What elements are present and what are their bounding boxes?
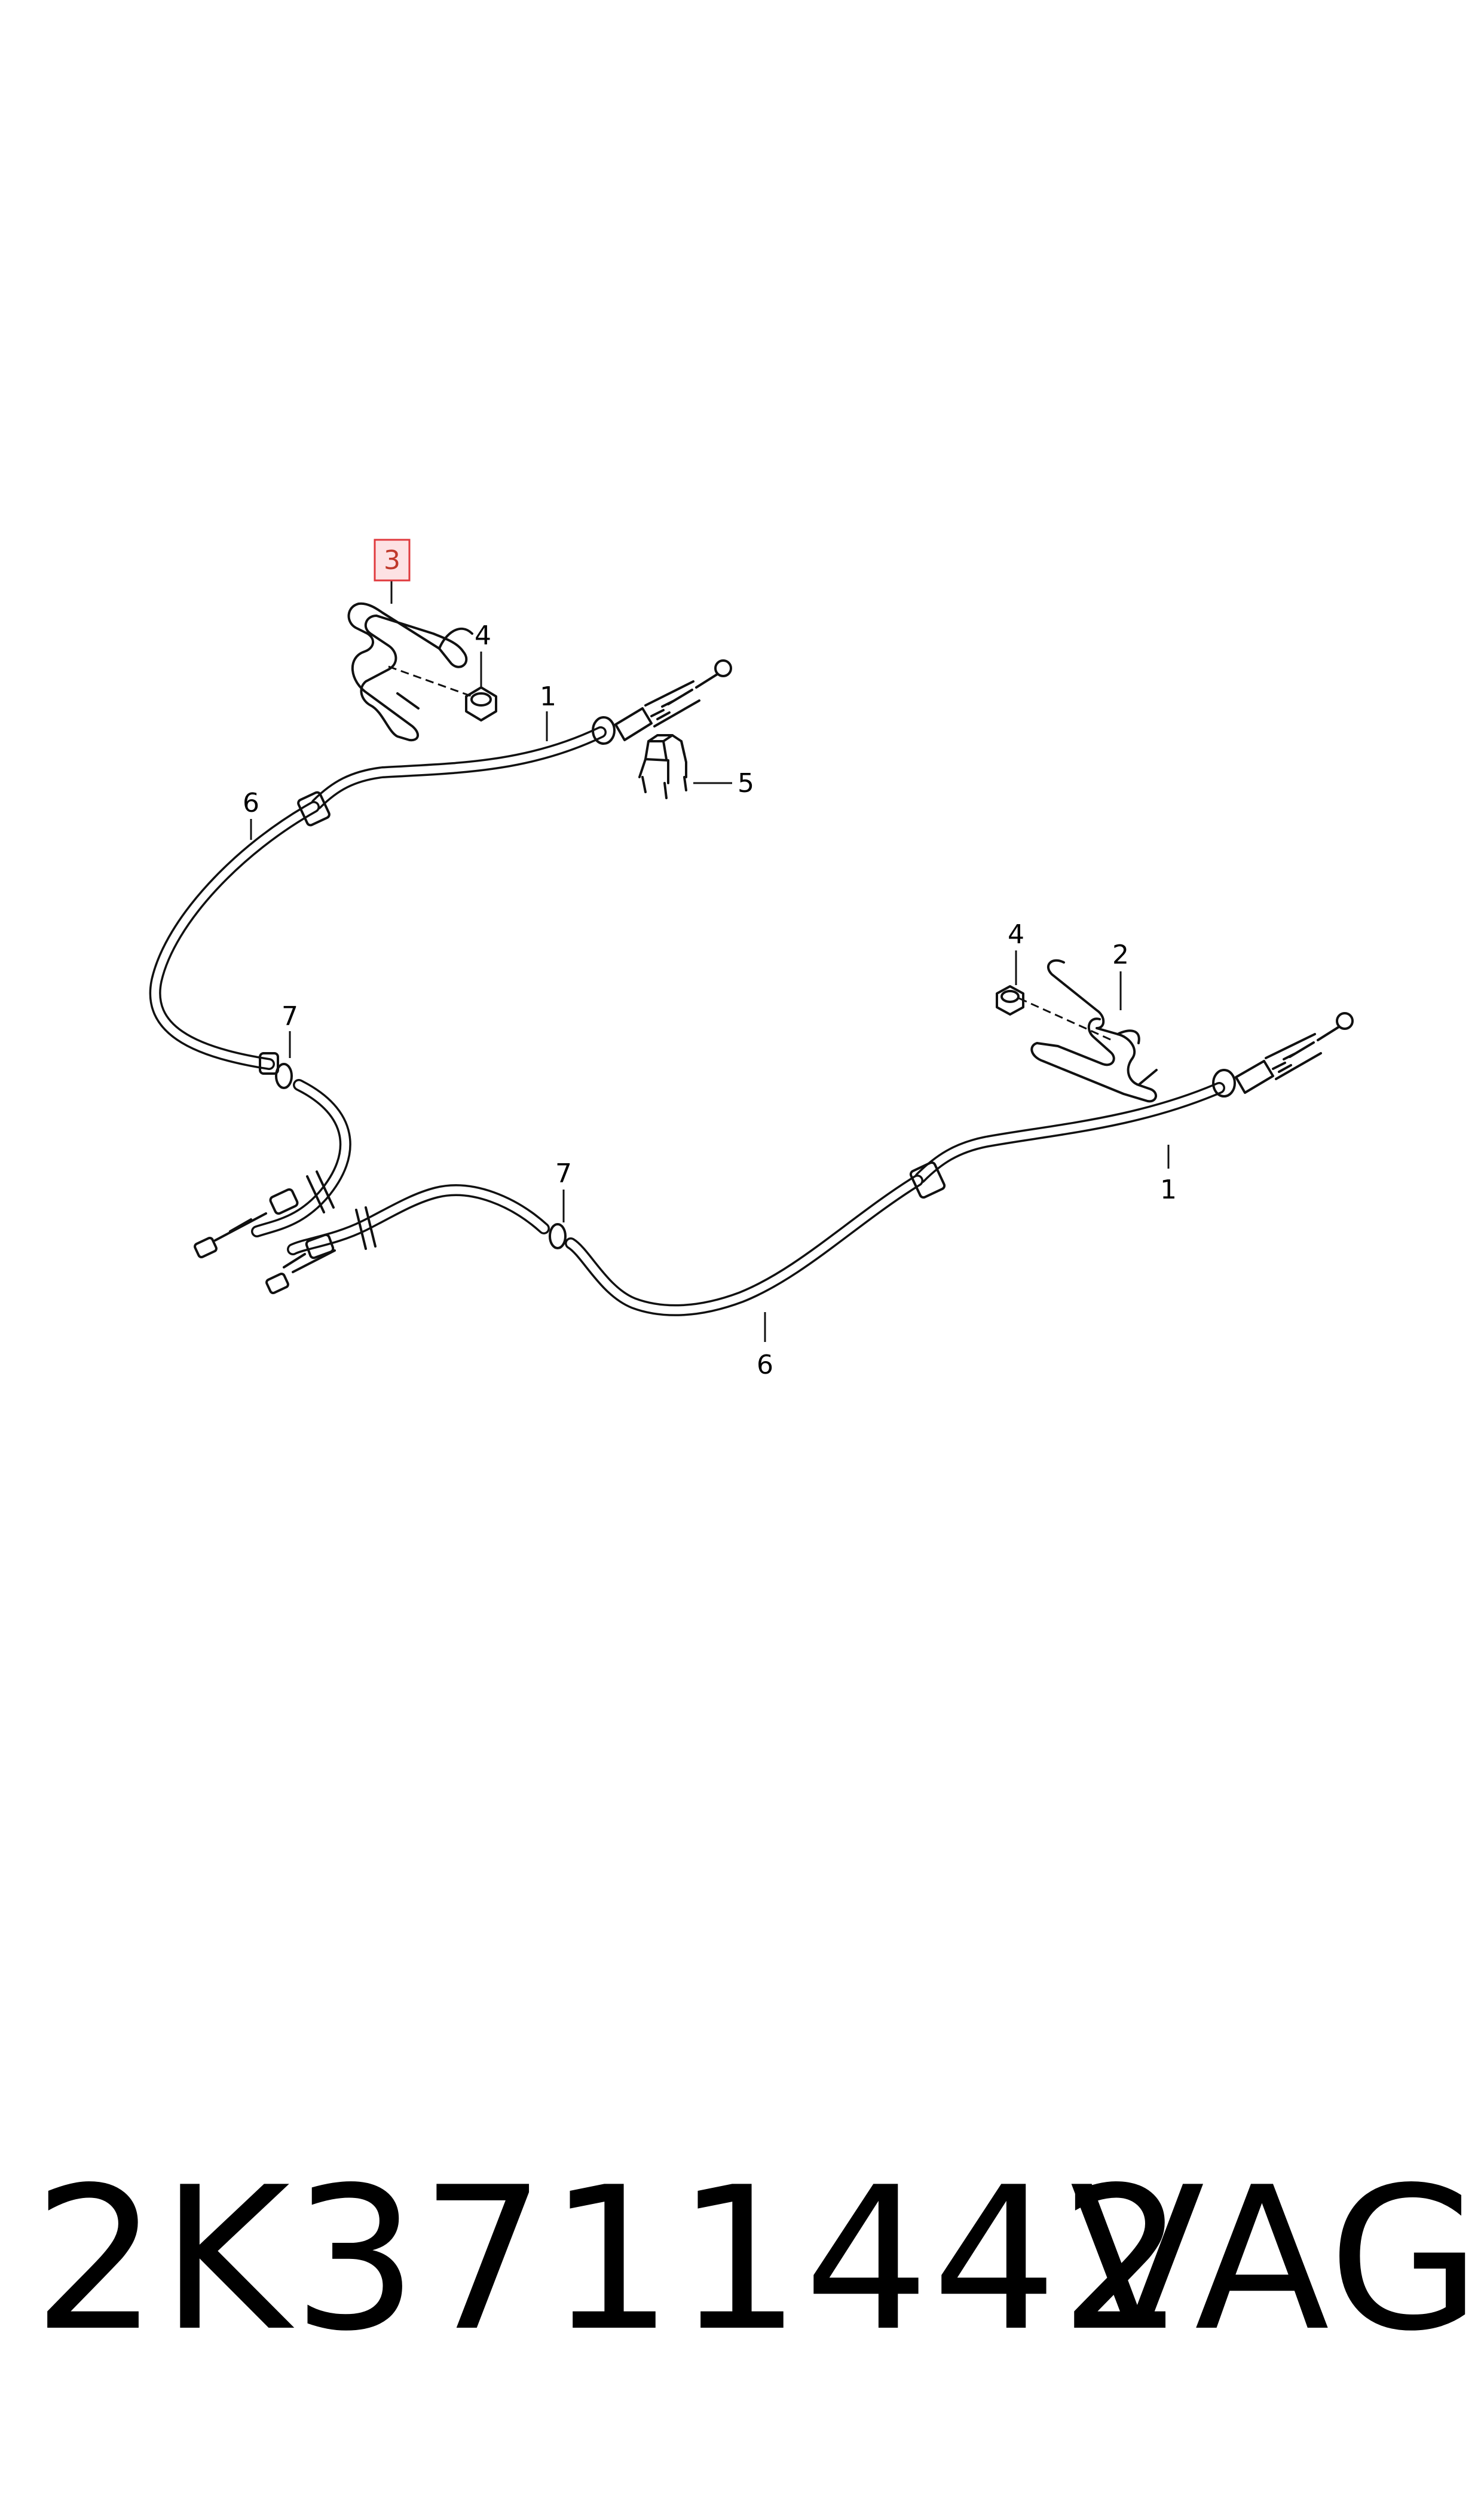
nut-4-upper — [465, 686, 497, 722]
grommet-left — [275, 1063, 293, 1089]
callout-2: 2 — [1112, 940, 1129, 970]
callout-4-right: 4 — [1008, 919, 1024, 950]
nut-4-right — [996, 985, 1024, 1016]
clip-5 — [638, 734, 687, 799]
brand-name: VAG — [1070, 2145, 1484, 2374]
leader-lines — [250, 580, 1170, 1342]
callout-3: 3 — [384, 545, 400, 576]
callout-7-left: 7 — [281, 1001, 298, 1032]
callout-1-right: 1 — [1160, 1175, 1177, 1205]
cable-right-fitting — [1212, 1012, 1354, 1097]
callout-3-highlight — [374, 539, 411, 582]
cable-right-lower — [265, 1184, 550, 1294]
grommet-right — [549, 1223, 567, 1249]
parking-brake-cable-diagram: 3 4 1 5 6 7 4 2 1 7 6 — [149, 539, 1354, 1380]
bracket-3 — [347, 602, 473, 742]
callout-6-right: 6 — [757, 1350, 773, 1380]
cable-right-upper — [565, 1082, 1225, 1316]
callout-6-left: 6 — [243, 788, 259, 818]
cable-left-upper — [149, 726, 607, 1070]
callout-7-right: 7 — [555, 1158, 572, 1189]
cable-left-fitting — [592, 659, 732, 745]
cable-left-lower — [194, 1079, 351, 1258]
part-number: 2K3711442 — [33, 2145, 1188, 2374]
cable-left-sleeve-ends — [259, 791, 331, 1075]
callout-5: 5 — [738, 768, 754, 799]
callout-4-upper: 4 — [475, 620, 491, 651]
bracket-2 — [1018, 959, 1158, 1103]
callout-1-left: 1 — [540, 681, 556, 712]
